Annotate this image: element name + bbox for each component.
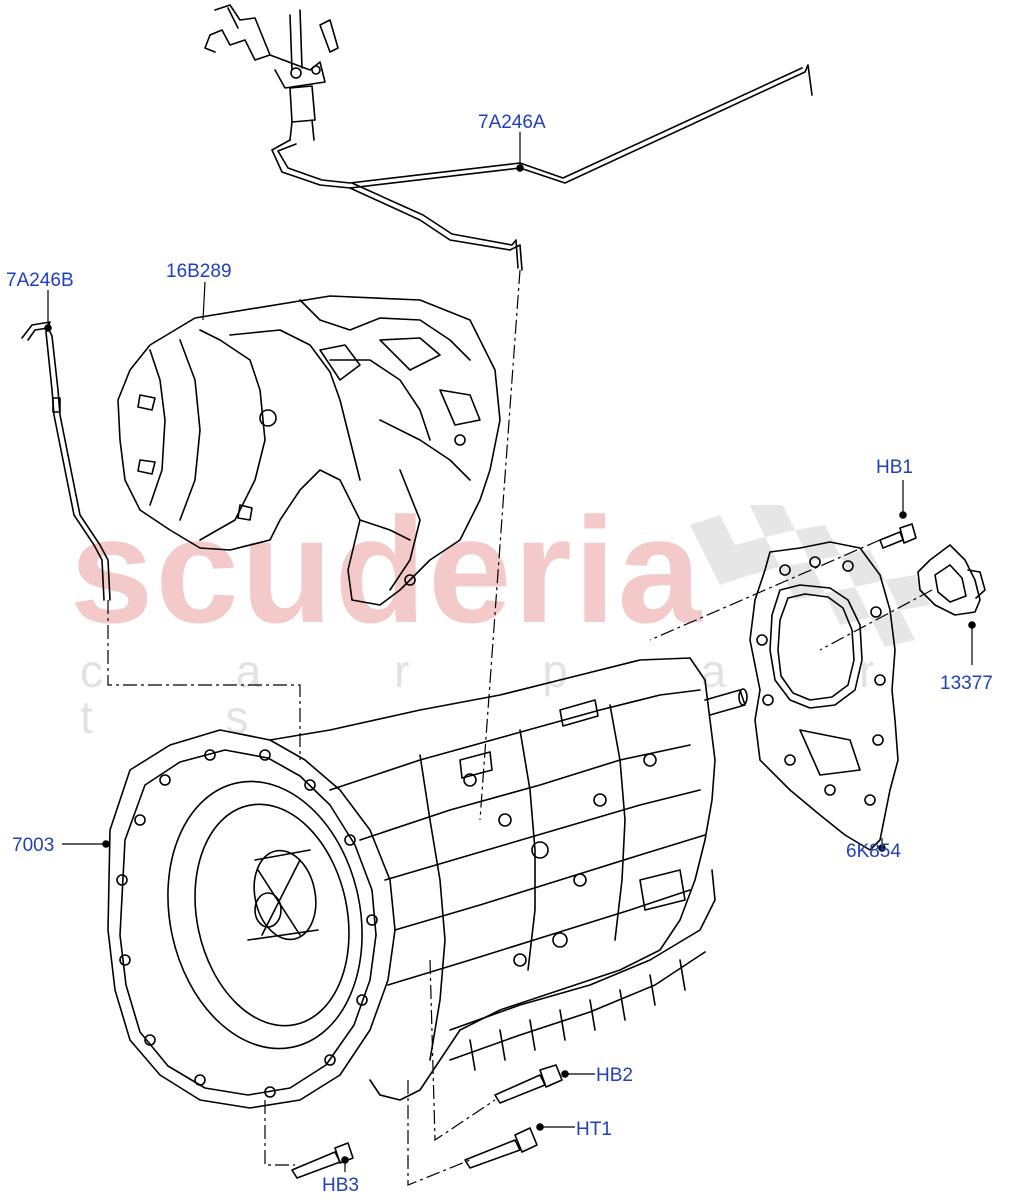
bolt-hb2 [494,1064,569,1104]
transmission-7003 [102,657,748,1109]
leader-lines [47,132,973,1172]
callout-16b289[interactable]: 16B289 [166,261,232,282]
callout-13377[interactable]: 13377 [940,673,993,694]
alignment-lines [107,269,933,1186]
watermark-tagline: c a r p a r t s [80,645,935,743]
callout-7003[interactable]: 7003 [12,835,55,856]
adaptor-plate-6k854 [749,541,899,852]
pipe-7a246a [204,4,813,271]
checkered-flag-icon [690,505,930,647]
heat-shield-16b289 [117,295,501,606]
watermark-brand: scuderia [70,486,703,654]
callout-7a246a[interactable]: 7A246A [478,112,546,133]
bolt-hb3 [291,1142,354,1179]
bolt-hb1 [879,511,917,549]
callout-hb2[interactable]: HB2 [596,1065,633,1086]
callout-6k854[interactable]: 6K854 [846,841,901,862]
callout-hb1[interactable]: HB1 [876,457,913,478]
gasket-13377 [917,544,986,629]
callout-ht1[interactable]: HT1 [576,1119,612,1140]
callout-7a246b[interactable]: 7A246B [6,270,74,291]
stud-ht1 [464,1123,544,1169]
callout-hb3[interactable]: HB3 [322,1175,359,1196]
pipe-7a246b [21,321,111,601]
